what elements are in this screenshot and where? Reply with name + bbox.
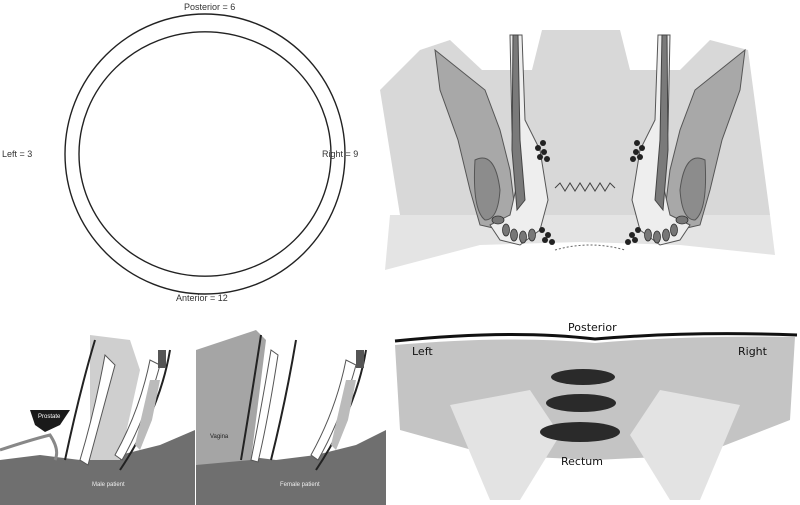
male-urethra [0, 433, 59, 461]
female-sagittal-illustration: Vagina Female patient [196, 330, 386, 505]
female-sphincter-cross-section [356, 350, 364, 368]
male-lower-tissue [0, 430, 195, 505]
rectum-label: Rectum [561, 455, 603, 468]
axial-schematic: Posterior Left Right Rectum [394, 321, 798, 500]
axial-schematic-panel: Posterior Left Right Rectum [390, 305, 800, 505]
rectum-layer-2 [546, 394, 616, 412]
female-anal-canal [250, 349, 279, 463]
female-canal-wall-mid [270, 339, 297, 461]
clock-diagram-panel: Posterior = 6 Left = 3 Right = 9 Anterio… [0, 0, 400, 305]
inner-ring [78, 31, 332, 277]
male-sagittal-panel: Prostate Male patient [0, 310, 195, 505]
female-lower-tissue [196, 430, 386, 505]
axial-posterior-label: Posterior [568, 321, 617, 334]
anal-verge [554, 244, 626, 251]
female-patient-label: Female patient [280, 482, 320, 488]
right-label: Right = 9 [322, 149, 358, 159]
anterior-label: Anterior = 12 [176, 293, 228, 303]
coronal-anal-canal-illustration [380, 30, 775, 270]
axial-left-label: Left [412, 345, 433, 358]
right-ischioanal-region [630, 390, 740, 500]
anal-canal-mucosa [554, 182, 616, 192]
left-sphincter-complex [434, 34, 555, 246]
prostate-label: Prostate [38, 414, 61, 420]
male-canal-wall-left [64, 339, 96, 461]
axial-right-label: Right [738, 345, 768, 358]
male-sphincter [135, 380, 160, 450]
outer-ring [64, 13, 346, 295]
posterior-boundary-line [394, 332, 798, 343]
left-ischioanal-region [450, 390, 560, 500]
rectum-layer-1 [551, 369, 615, 385]
posterior-label: Posterior = 6 [184, 2, 235, 12]
prostate-shape [30, 410, 70, 432]
rectum-layer-3 [540, 422, 620, 442]
male-sphincter-cross-section [158, 350, 166, 368]
vagina-label: Vagina [210, 434, 229, 440]
lower-tissue-band [385, 215, 775, 270]
left-label: Left = 3 [2, 149, 32, 159]
female-canal-wall-left [240, 334, 262, 461]
female-sagittal-panel: Vagina Female patient [196, 310, 386, 505]
coronal-anal-canal-panel [380, 30, 800, 275]
male-patient-label: Male patient [92, 482, 125, 488]
vagina-region [196, 330, 266, 465]
male-anal-canal [79, 353, 116, 466]
right-sphincter-complex [625, 34, 746, 246]
left-vessel-cluster [535, 140, 555, 245]
male-sagittal-illustration: Prostate Male patient [0, 335, 195, 505]
left-external-sphincter-dots [491, 215, 536, 244]
clock-diagram: Posterior = 6 Left = 3 Right = 9 Anterio… [2, 2, 358, 303]
female-sphincter [331, 380, 356, 450]
